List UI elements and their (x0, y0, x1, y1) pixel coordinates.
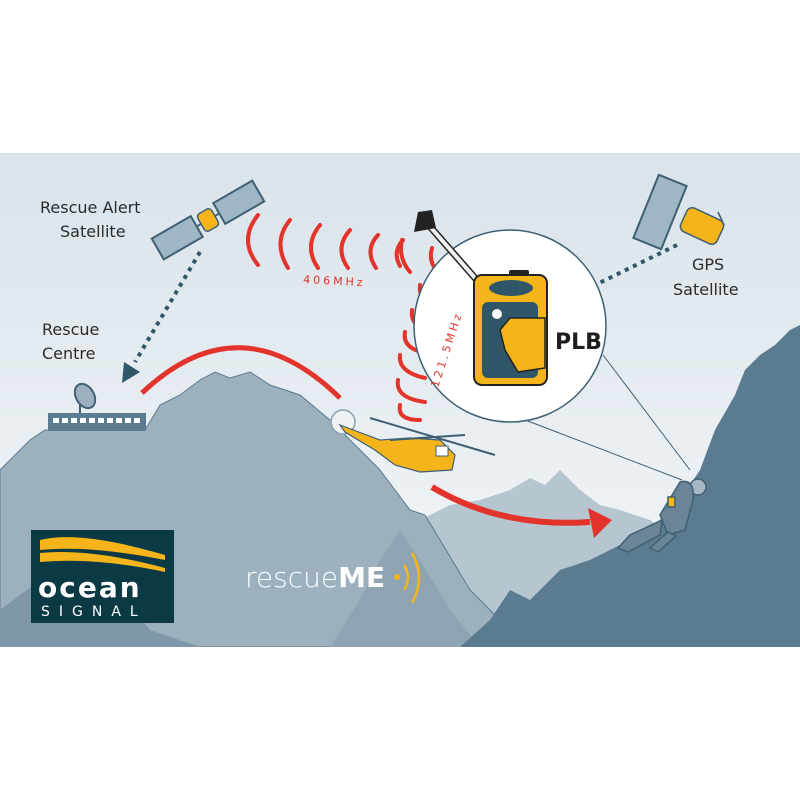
rescueme-word-light: rescueME (245, 561, 385, 594)
plb-device-icon (414, 210, 548, 386)
signal-406-waves (246, 213, 405, 270)
gps-satellite-label-2: Satellite (673, 280, 739, 299)
rescue-alert-satellite-label-2: Satellite (60, 222, 126, 241)
arrowhead-icon (588, 508, 612, 538)
rescue-centre-to-helicopter-arc (140, 345, 342, 400)
zoom-line (602, 354, 691, 471)
satellite-dish-icon (73, 382, 97, 410)
rescueme-light-part: rescue (245, 561, 338, 594)
rescue-centre-label-2: Centre (42, 344, 96, 363)
helicopter-icon (330, 409, 496, 473)
rescue-centre-label-1: Rescue (42, 320, 99, 339)
satellite-downlink-dotted-line (133, 250, 202, 364)
right-mountain (460, 325, 800, 647)
ocean-signal-word-signal: SIGNAL (41, 604, 147, 620)
helicopter-to-climber-arrow (430, 484, 591, 526)
rescueme-bold-part: ME (338, 561, 385, 594)
downlink-arrowhead-icon (122, 362, 140, 383)
rescue-centre-building (48, 382, 146, 431)
rescue-alert-satellite-icon (150, 179, 266, 261)
rescue-alert-satellite-label-1: Rescue Alert (40, 198, 141, 217)
plb-label: PLB (555, 330, 602, 355)
freq-406-label: 406MHz (303, 273, 366, 289)
zoom-line (519, 417, 683, 481)
gps-satellite-label-1: GPS (692, 255, 724, 274)
ocean-signal-logo: ocean SIGNAL (31, 530, 174, 623)
climber-icon (616, 478, 707, 553)
rescueme-logo: rescueME (245, 552, 421, 604)
ocean-signal-word-ocean: ocean (38, 571, 142, 604)
gps-satellite-icon (632, 173, 725, 251)
